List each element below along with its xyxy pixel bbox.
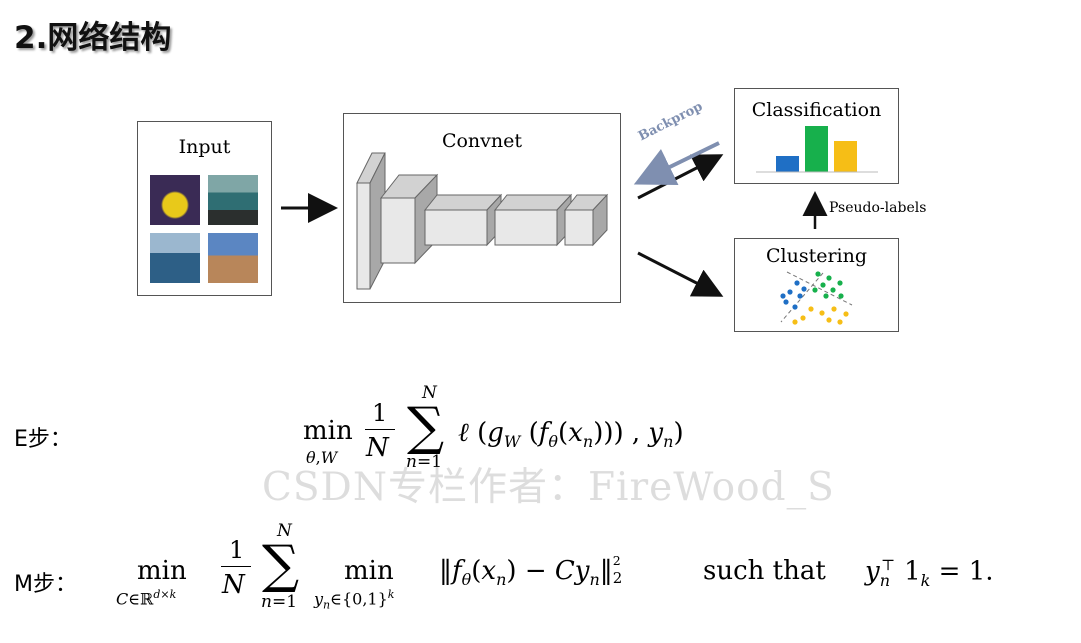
e-step-label: E步： — [14, 427, 72, 452]
page-title: 2.网络结构 — [14, 20, 172, 56]
backprop-arrow — [633, 141, 720, 185]
convnet-layers — [356, 152, 609, 290]
bar-yellow — [834, 141, 857, 172]
convnet-to-clustering-arrow — [637, 251, 724, 297]
clustering-label: Clustering — [765, 245, 868, 267]
m-step-such-that: such that — [703, 556, 826, 586]
clustering-scatter — [780, 271, 853, 325]
e-step-equation: min θ,W 1 N N ∑ n=1 ℓ (gW (fθ(xn))) , yn… — [303, 383, 684, 472]
classification-bars — [756, 126, 878, 173]
input-image-car — [208, 175, 258, 225]
watermark: CSDN专栏作者：FireWood_S — [262, 465, 835, 510]
m-step-label: M步： — [14, 572, 77, 597]
input-image-flower — [150, 175, 200, 225]
conv-layer-3 — [423, 193, 503, 247]
input-image-landscape — [208, 233, 258, 283]
input-label: Input — [178, 136, 231, 158]
convnet-label: Convnet — [441, 130, 523, 152]
bar-green — [805, 126, 828, 172]
bar-blue — [776, 156, 799, 172]
input-box: Input — [137, 121, 272, 296]
pseudo-labels-label: Pseudo-labels — [829, 200, 927, 216]
conv-layer-2 — [379, 173, 439, 265]
conv-layer-4 — [493, 193, 573, 247]
conv-layer-5 — [563, 193, 609, 247]
m-step-equation: min C∈ℝd×k 1 N N ∑ n=1 min yn∈{0,1}k ‖fθ… — [116, 521, 994, 612]
clustering-box: Clustering — [734, 238, 899, 332]
classification-label: Classification — [751, 99, 882, 121]
input-image-bird — [150, 233, 200, 283]
